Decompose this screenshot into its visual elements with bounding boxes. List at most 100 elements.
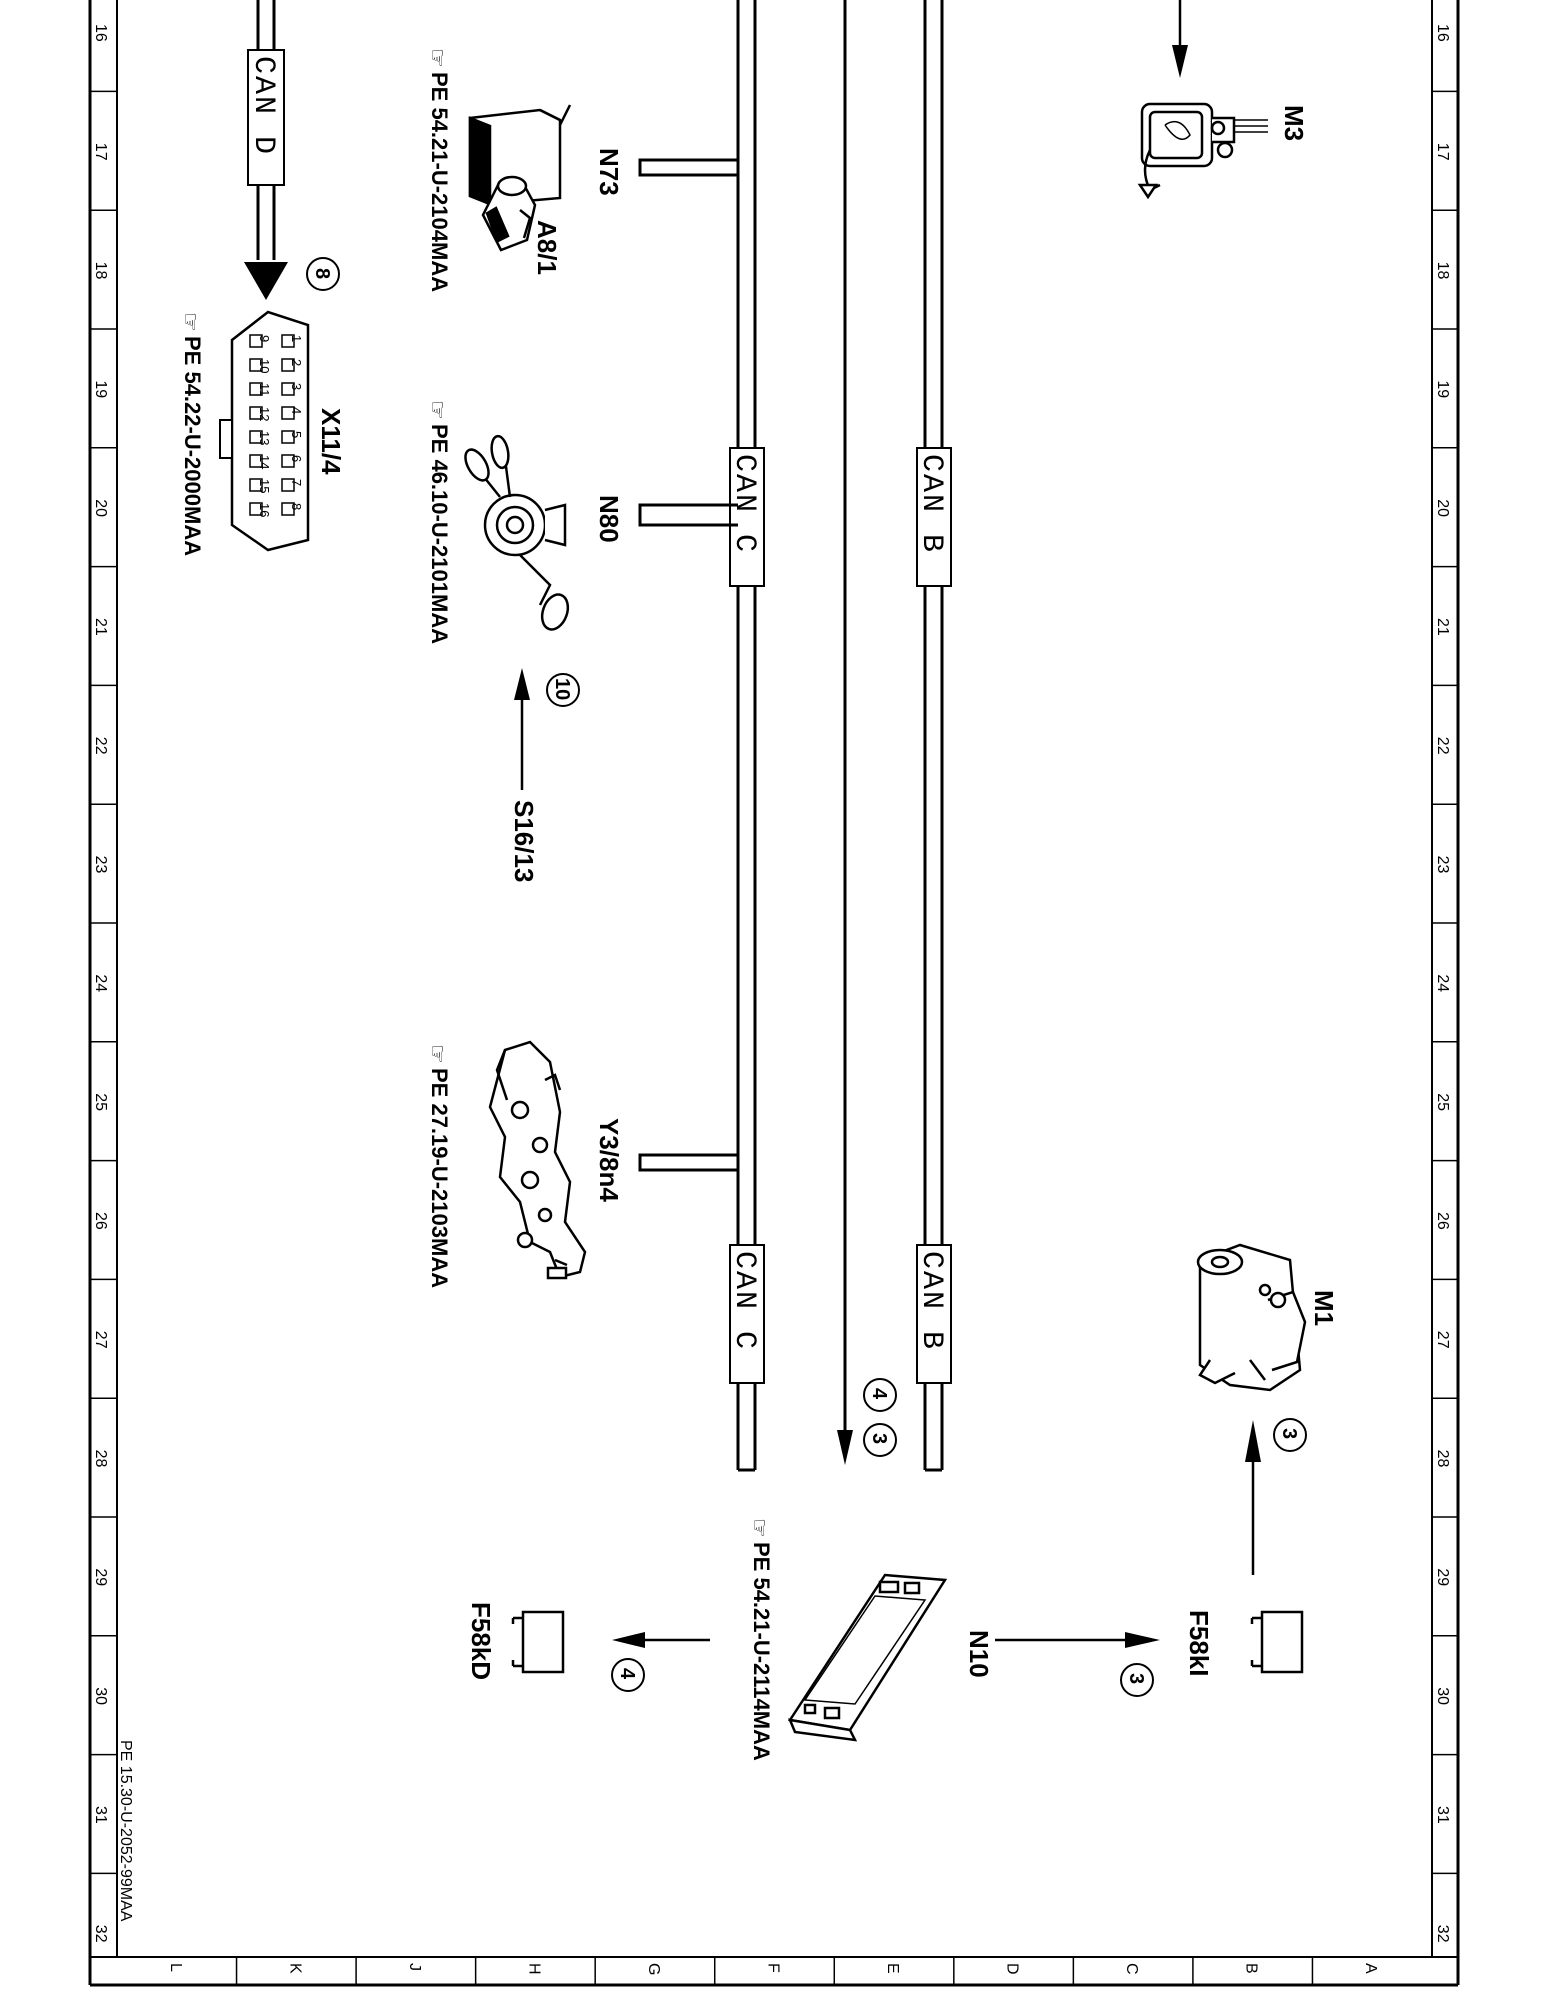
y3-ref: ☞ PE 27.19-U-2103MAA bbox=[425, 1044, 452, 1288]
row-tick-label: 21 bbox=[92, 618, 109, 636]
n10-to-f58kd-arrow: 4 bbox=[611, 1632, 710, 1692]
row-tick-label: 20 bbox=[92, 499, 109, 517]
hand-icon: ☞ bbox=[425, 400, 450, 420]
column-letter: B bbox=[1243, 1963, 1260, 1974]
n73-ref: ☞ PE 54.21-U-2104MAA bbox=[425, 48, 452, 292]
column-letter: L bbox=[167, 1963, 184, 1972]
can-d-label: CAN D bbox=[246, 56, 280, 156]
component-f58kl: F58kI bbox=[1184, 1610, 1304, 1677]
can-b-label-2: CAN B bbox=[914, 1251, 948, 1351]
obd-pin bbox=[281, 478, 295, 492]
can-b-label-box-2: CAN B bbox=[914, 1244, 952, 1384]
row-tick-label: 25 bbox=[92, 1093, 109, 1111]
circled-4-upper: 4 bbox=[863, 1378, 897, 1412]
row-tick-label: 29 bbox=[92, 1568, 109, 1586]
a8-1-label: A8/1 bbox=[532, 220, 562, 275]
row-tick-label: 31 bbox=[1434, 1806, 1451, 1824]
obd-pin bbox=[249, 430, 263, 444]
m3-label: M3 bbox=[1279, 105, 1309, 141]
can-b-bus bbox=[923, 0, 944, 1472]
column-letter: K bbox=[286, 1963, 303, 1974]
svg-text:3: 3 bbox=[868, 1433, 890, 1444]
hand-icon: ☞ bbox=[425, 48, 450, 68]
svg-text:8: 8 bbox=[311, 268, 333, 279]
can-d-arrow bbox=[244, 262, 288, 300]
can-c-label-2: CAN C bbox=[727, 1251, 761, 1351]
y3-8n4-label: Y3/8n4 bbox=[594, 1118, 624, 1202]
column-letter: G bbox=[645, 1963, 662, 1975]
obd-pin bbox=[281, 334, 295, 348]
n73-label: N73 bbox=[594, 148, 624, 196]
row-tick-label: 16 bbox=[92, 24, 109, 42]
circled-8: 8 bbox=[306, 257, 340, 291]
n10-ref-text: PE 54.21-U-2114MAA bbox=[749, 1542, 774, 1761]
obd-pin-number: 2 bbox=[289, 359, 304, 366]
can-d-label-box: CAN D bbox=[246, 49, 285, 186]
row-tick-label: 17 bbox=[92, 143, 109, 161]
can-c-stubs bbox=[638, 158, 740, 1172]
can-c-bus bbox=[736, 0, 757, 1472]
row-tick-label: 21 bbox=[1434, 618, 1451, 636]
obd-pin-number: 10 bbox=[257, 359, 272, 373]
obd-pin-number: 15 bbox=[257, 479, 272, 493]
column-letter: A bbox=[1362, 1963, 1379, 1974]
column-letter: J bbox=[406, 1963, 423, 1971]
obd-pin bbox=[281, 454, 295, 468]
can-b-label-1: CAN B bbox=[914, 454, 948, 554]
n73-ref-text: PE 54.21-U-2104MAA bbox=[427, 72, 452, 292]
can-c-label-box-2: CAN C bbox=[727, 1244, 765, 1384]
svg-text:3: 3 bbox=[1125, 1673, 1147, 1684]
row-tick-label: 27 bbox=[1434, 1331, 1451, 1349]
can-b-label-box-1: CAN B bbox=[914, 447, 952, 587]
x11-ref-text: PE 54.22-U-2000MAA bbox=[180, 336, 205, 556]
column-letter: H bbox=[525, 1963, 542, 1975]
svg-text:4: 4 bbox=[616, 1668, 638, 1680]
obd-pin bbox=[249, 382, 263, 396]
obd-pin bbox=[249, 502, 263, 516]
row-tick-label: 24 bbox=[92, 974, 109, 992]
obd-pin-number: 8 bbox=[289, 503, 304, 510]
n10-label: N10 bbox=[964, 1630, 994, 1678]
row-tick-label: 25 bbox=[1434, 1093, 1451, 1111]
column-tick-lines bbox=[235, 1957, 1314, 1985]
svg-text:4: 4 bbox=[868, 1388, 890, 1400]
column-letter: D bbox=[1004, 1963, 1021, 1975]
x11-4-label: X11/4 bbox=[316, 408, 346, 475]
row-tick-label: 30 bbox=[1434, 1687, 1451, 1705]
column-letter: F bbox=[765, 1963, 782, 1973]
row-tick-label: 20 bbox=[1434, 499, 1451, 517]
n80-ref: ☞ PE 46.10-U-2101MAA bbox=[425, 400, 452, 644]
component-n73: N73 A8/1 ☞ PE 54.21-U-2104MAA bbox=[425, 48, 624, 292]
row-tick-label: 18 bbox=[92, 262, 109, 280]
obd-pin bbox=[281, 358, 295, 372]
row-tick-label: 32 bbox=[92, 1925, 109, 1943]
n10-ref: ☞ PE 54.21-U-2114MAA bbox=[747, 1518, 774, 1761]
obd-pin-number: 5 bbox=[289, 431, 304, 438]
obd-pin bbox=[281, 406, 295, 420]
row-tick-label: 24 bbox=[1434, 974, 1451, 992]
obd-pin bbox=[281, 382, 295, 396]
obd-pin bbox=[281, 430, 295, 444]
obd-pin-number: 9 bbox=[257, 335, 272, 342]
hand-icon: ☞ bbox=[178, 312, 203, 332]
m1-label: M1 bbox=[1309, 1290, 1339, 1326]
obd-pin-number: 14 bbox=[257, 455, 272, 469]
row-tick-label: 18 bbox=[1434, 262, 1451, 280]
obd-pin-number: 11 bbox=[257, 383, 272, 397]
hand-icon: ☞ bbox=[425, 1044, 450, 1064]
obd-pin-number: 7 bbox=[289, 479, 304, 486]
row-tick-label: 32 bbox=[1434, 1925, 1451, 1943]
obd-pin bbox=[249, 478, 263, 492]
row-tick-label: 27 bbox=[92, 1331, 109, 1349]
component-m3: M3 bbox=[1137, 0, 1309, 200]
x11-ref: ☞ PE 54.22-U-2000MAA bbox=[178, 312, 205, 556]
obd-pin-number: 16 bbox=[257, 503, 272, 517]
circled-3-upper: 3 bbox=[863, 1423, 897, 1457]
svg-text:10: 10 bbox=[551, 678, 573, 700]
row-tick-label: 17 bbox=[1434, 143, 1451, 161]
can-c-label-box-1: CAN C bbox=[727, 447, 765, 587]
row-tick-label: 26 bbox=[92, 1212, 109, 1230]
